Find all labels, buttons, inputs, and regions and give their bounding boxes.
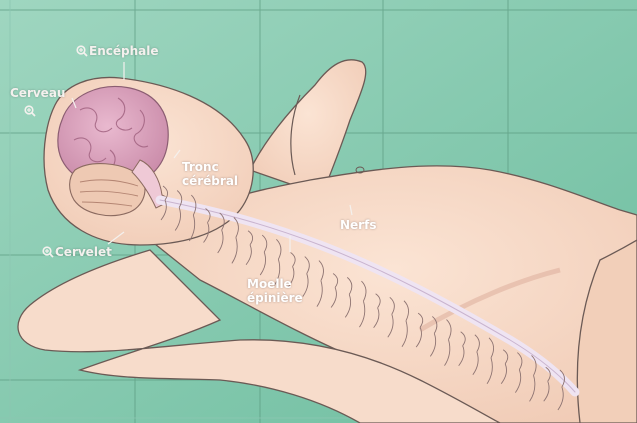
moelle-line1: Moelle [247, 277, 303, 291]
cervelet-text: Cervelet [55, 245, 112, 259]
encephale-label[interactable]: Encéphale [76, 44, 158, 58]
encephale-text: Encéphale [89, 44, 158, 58]
magnifier-plus-icon[interactable] [42, 246, 54, 258]
nerfs-text: Nerfs [340, 218, 376, 232]
cerveau-text: Cerveau [10, 86, 65, 100]
cerveau-zoom[interactable] [24, 104, 37, 118]
tronc-line2: cérébral [182, 174, 238, 188]
tronc-cerebral-label: Tronc cérébral [182, 160, 238, 188]
nerfs-label: Nerfs [340, 218, 376, 232]
cerveau-label[interactable]: Cerveau [10, 86, 65, 100]
tronc-line1: Tronc [182, 160, 238, 174]
magnifier-plus-icon[interactable] [76, 45, 88, 57]
moelle-epiniere-label: Moelle épinière [247, 277, 303, 305]
magnifier-plus-icon[interactable] [24, 105, 36, 117]
cervelet-label[interactable]: Cervelet [42, 245, 112, 259]
moelle-line2: épinière [247, 291, 303, 305]
